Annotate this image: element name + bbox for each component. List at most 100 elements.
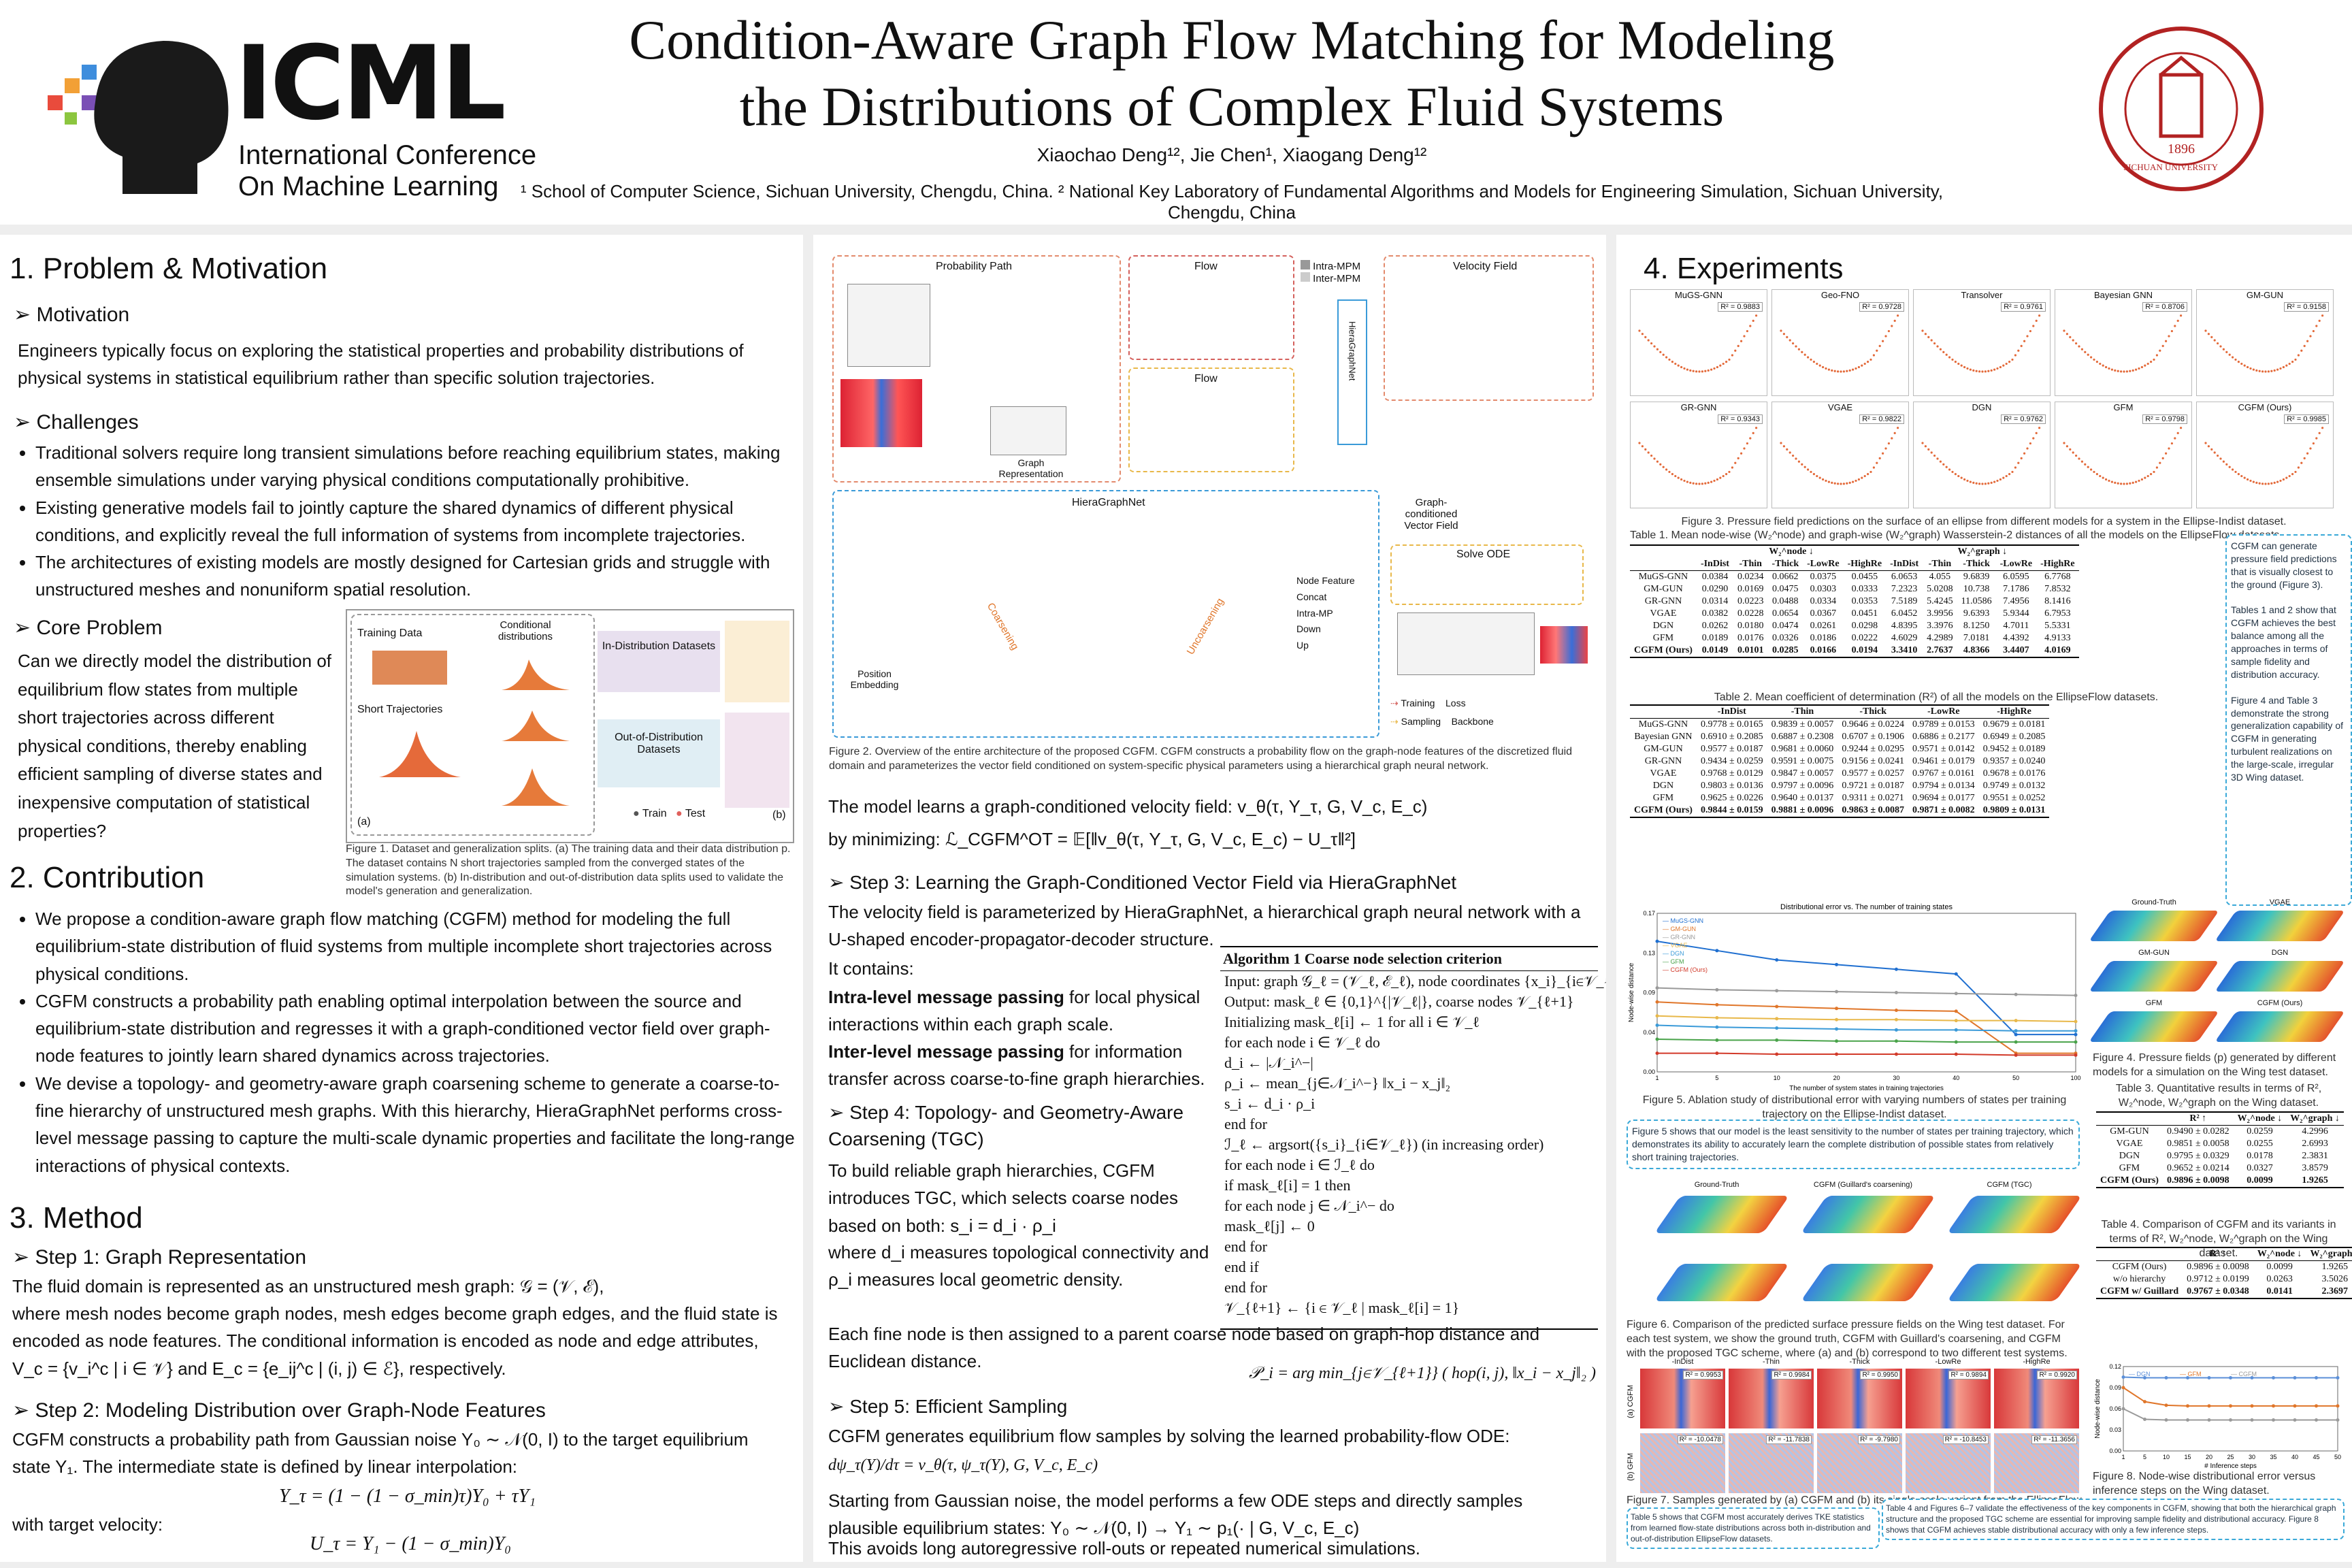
data-point bbox=[1775, 1038, 1779, 1042]
svg-text:SICHUAN UNIVERSITY: SICHUAN UNIVERSITY bbox=[2123, 162, 2219, 172]
algorithm-line: for each node i ∈ 𝒱_ℓ do bbox=[1224, 1034, 1380, 1051]
table-cell: 6.0452 bbox=[1891, 608, 1918, 619]
interpolation-equation: Y_τ = (1 − (1 − σ_min)τ)Y₀ + τY₁ bbox=[279, 1486, 536, 1507]
table-cell: 0.0099 bbox=[2233, 1175, 2287, 1188]
data-point bbox=[2229, 1376, 2232, 1380]
x-tick-label: 40 bbox=[2291, 1454, 2298, 1460]
figure-1-caption: Figure 1. Dataset and generalization spl… bbox=[346, 843, 791, 898]
table-cell: 4.8395 bbox=[1891, 621, 1918, 631]
y-tick-label: 0.17 bbox=[1643, 910, 1655, 917]
legend-entry: — VGAE bbox=[1663, 942, 1688, 949]
table-cell: 4.2996 bbox=[2286, 1125, 2344, 1138]
figure-1-dataset-splits: Training Data Conditional distributions … bbox=[346, 609, 794, 843]
algorithm-line: ℐ_ℓ ← argsort({s_i}_{i∈𝒱_ℓ}) (in increas… bbox=[1224, 1136, 1544, 1153]
challenges-heading: ➢ Challenges bbox=[14, 411, 139, 434]
data-point bbox=[1954, 1028, 1958, 1032]
table-cell: 0.9679 ± 0.0181 bbox=[1978, 718, 2050, 731]
wing-field-label: GFM bbox=[2145, 999, 2163, 1007]
fig7-col-label: -InDist bbox=[1671, 1358, 1694, 1366]
data-point bbox=[2121, 1375, 2125, 1379]
section-title-problem: 1. Problem & Motivation bbox=[10, 252, 328, 285]
fig3-panel-title: CGFM (Ours) bbox=[2238, 402, 2292, 412]
table-cell: DGN bbox=[2119, 1151, 2140, 1161]
table-cell: 0.9896 ± 0.0098 bbox=[2183, 1260, 2253, 1273]
table-cell: 6.7768 bbox=[2036, 570, 2079, 583]
data-point bbox=[1835, 1007, 1839, 1011]
fig7-r2-label: R² = 0.9950 bbox=[1860, 1371, 1900, 1379]
table-header-cell: -Thick bbox=[1963, 559, 1990, 569]
data-point bbox=[2014, 1032, 2018, 1036]
wing-shape bbox=[2089, 1011, 2219, 1042]
x-tick-label: 50 bbox=[2012, 1075, 2019, 1081]
wing-shape bbox=[2089, 911, 2219, 941]
x-tick-label: 10 bbox=[2163, 1454, 2170, 1460]
data-point bbox=[2186, 1376, 2189, 1380]
y-tick-label: 0.03 bbox=[2109, 1426, 2121, 1433]
table-cell: 0.0261 bbox=[1810, 621, 1837, 631]
table-cell: 3.8579 bbox=[2302, 1163, 2328, 1173]
figure-4-caption: Figure 4. Pressure fields (p) generated … bbox=[2093, 1052, 2336, 1078]
note-ablation: Table 4 and Figures 6–7 validate the eff… bbox=[1882, 1499, 2345, 1540]
table-cell: 3.3976 bbox=[1927, 621, 1953, 631]
data-point bbox=[2250, 1418, 2254, 1422]
table-cell: 0.9863 ± 0.0087 bbox=[1838, 804, 1908, 818]
fig6-panel-label: CGFM (Guillard's coarsening) bbox=[1813, 1181, 1913, 1189]
data-point bbox=[1954, 1052, 1958, 1056]
algorithm-line: end for bbox=[1224, 1279, 1267, 1296]
table-header-cell bbox=[2096, 1111, 2163, 1126]
fig7-row-label: (b) GFM bbox=[1627, 1453, 1635, 1481]
table-cell: 2.7637 bbox=[1923, 644, 1957, 658]
fig3-panel-title: Transolver bbox=[1961, 290, 2003, 300]
table-cell: 0.9721 ± 0.0187 bbox=[1842, 781, 1904, 791]
table-cell: 7.4956 bbox=[2003, 596, 2029, 606]
step3-heading: ➢ Step 3: Learning the Graph-Conditioned… bbox=[828, 872, 1457, 893]
figure-8-caption: Figure 8. Node-wise distributional error… bbox=[2093, 1471, 2316, 1497]
x-tick-label: 1 bbox=[2121, 1454, 2125, 1460]
data-point bbox=[1954, 1040, 1958, 1044]
pressure-curve-icon bbox=[2063, 427, 2183, 485]
pressure-curve-icon bbox=[2063, 314, 2183, 373]
legend-entry: — GFM bbox=[2180, 1371, 2202, 1377]
table-cell: GFM bbox=[1652, 793, 1674, 803]
fig6-panel: CGFM (Guillard's coarsening) bbox=[1793, 1181, 1936, 1245]
table-cell: GM-GUN bbox=[1644, 584, 1683, 594]
table-cell: 0.9652 ± 0.0214 bbox=[2166, 1163, 2230, 1173]
contribution-item: We devise a topology- and geometry-aware… bbox=[35, 1070, 803, 1179]
step5-text-3: This avoids long autoregressive roll-out… bbox=[828, 1538, 1420, 1558]
motivation-text: Engineers typically focus on exploring t… bbox=[18, 340, 744, 389]
table-cell: 4.7011 bbox=[2003, 621, 2029, 631]
table-cell: 0.0333 bbox=[1851, 584, 1878, 594]
fig3-panel-title: GM-GUN bbox=[2246, 290, 2284, 300]
data-point bbox=[2164, 1376, 2168, 1380]
figure-2-architecture: Probability Path Graph Representation Fl… bbox=[826, 245, 1595, 987]
data-point bbox=[2229, 1404, 2232, 1408]
y-tick-label: 0.12 bbox=[2109, 1363, 2121, 1370]
fig7-sample-panel: R² = 0.9920 bbox=[1994, 1369, 2079, 1428]
legend-entry: — GR-GNN bbox=[1663, 934, 1695, 941]
table-cell: 0.0474 bbox=[1772, 621, 1799, 631]
column-middle: Probability Path Graph Representation Fl… bbox=[813, 235, 1606, 1562]
data-point bbox=[1954, 992, 1958, 996]
section-title-method: 3. Method bbox=[10, 1201, 143, 1235]
fig7-sample-panel: R² = -10.0478 bbox=[1640, 1433, 1725, 1493]
velocity-field-box: Velocity Field bbox=[1384, 255, 1594, 401]
fig7-sample-panel: R² = 0.9950 bbox=[1817, 1369, 1902, 1428]
wing-field-label: Ground-Truth bbox=[2132, 898, 2176, 906]
table-cell: 0.0451 bbox=[1851, 608, 1878, 619]
wing-field-label: VGAE bbox=[2269, 898, 2291, 906]
pressure-curve-icon bbox=[1921, 314, 2041, 373]
challenge-item: The architectures of existing models are… bbox=[35, 549, 803, 604]
data-point bbox=[2336, 1376, 2340, 1380]
table-cell: VGAE bbox=[1650, 608, 1677, 619]
x-tick-label: 40 bbox=[1953, 1075, 1959, 1081]
data-point bbox=[2293, 1418, 2297, 1422]
fig2-mode-legend: ⇢ Training Loss ⇢ Sampling Backbone bbox=[1390, 698, 1494, 727]
table-header-cell bbox=[2096, 1247, 2183, 1261]
table-header-cell: R² ↑ bbox=[2183, 1247, 2253, 1261]
data-point bbox=[1715, 987, 1719, 992]
table-header-cell: -HighRe bbox=[1978, 704, 2050, 719]
table-header-cell: W₂^node ↓ bbox=[2233, 1111, 2287, 1126]
data-point bbox=[2121, 1386, 2125, 1390]
